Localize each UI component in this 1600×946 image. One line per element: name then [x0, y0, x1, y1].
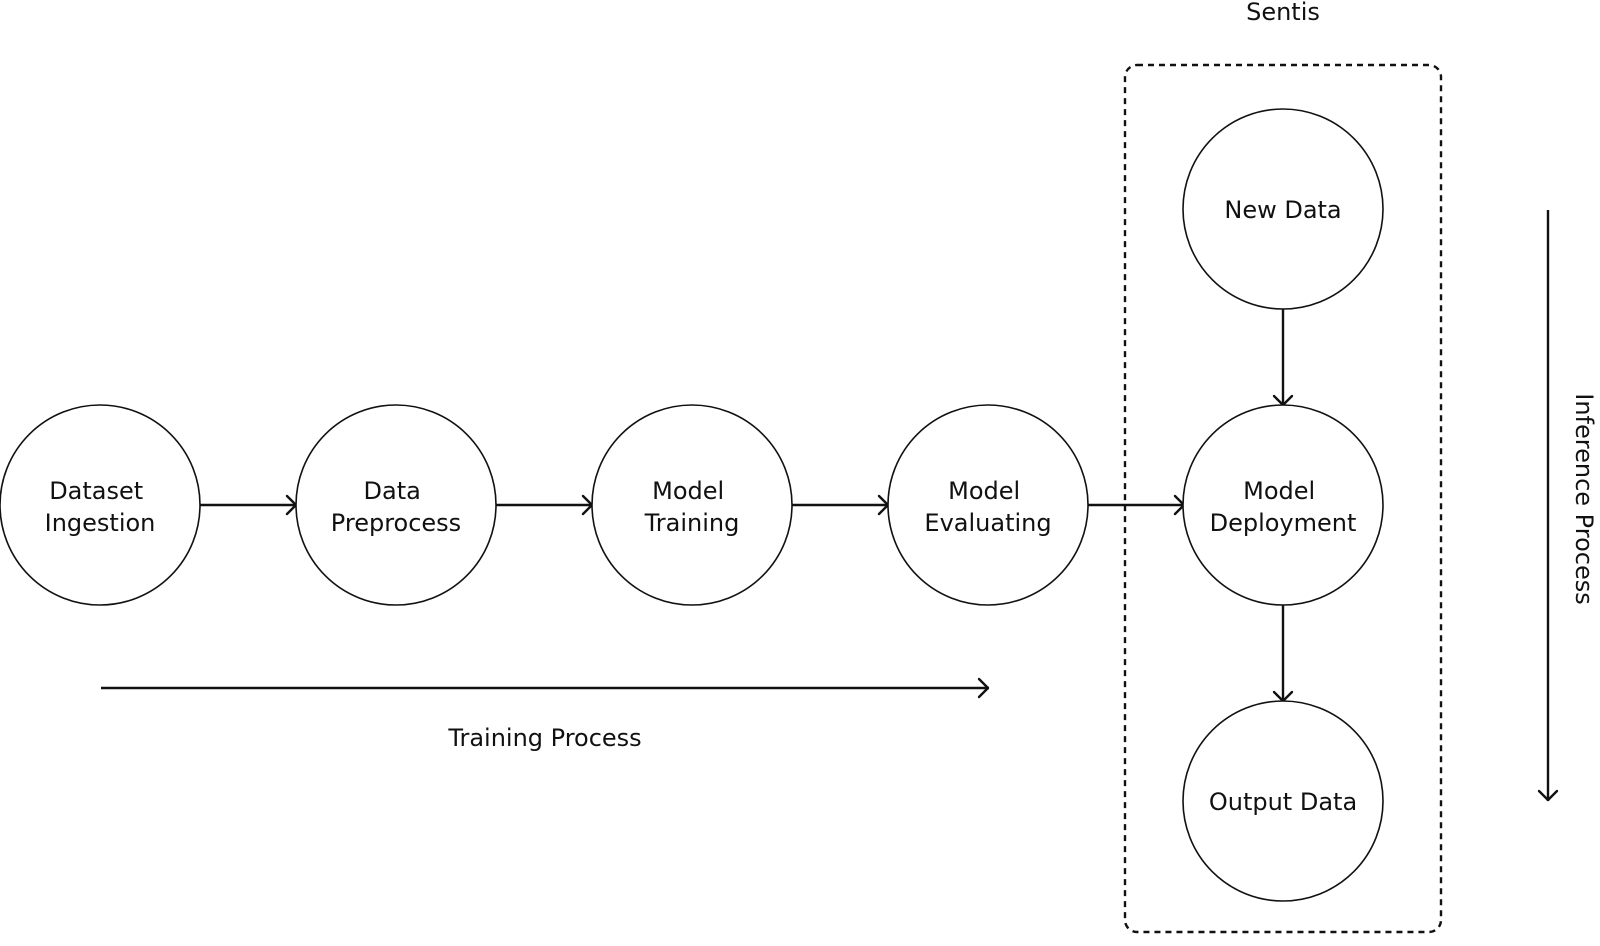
node-label: Model Evaluating: [924, 477, 1051, 537]
node-circle: [591, 404, 793, 606]
node-new-data: New Data: [1182, 108, 1384, 310]
node-label: Model Training: [644, 477, 740, 537]
node-circle: [887, 404, 1089, 606]
node-circle: [1182, 404, 1384, 606]
node-circle: [0, 404, 201, 606]
inference-process-indicator: Inference Process: [1537, 210, 1598, 802]
sentis-group-label: Sentis: [1246, 0, 1320, 26]
node-label: Model Deployment: [1210, 477, 1357, 537]
inference-process-arrowhead: [1537, 789, 1559, 802]
training-process-arrowhead: [977, 677, 990, 699]
node-label: Dataset Ingestion: [45, 477, 156, 537]
node-dataset-ingestion: Dataset Ingestion: [0, 404, 201, 606]
sentis-group: Sentis: [1123, 0, 1443, 934]
nodes: Dataset Ingestion Data Preprocess Model …: [0, 108, 1384, 902]
node-circle: [295, 404, 497, 606]
edge-model-training-to-model-evaluating: [792, 494, 890, 516]
training-process-indicator: Training Process: [101, 677, 990, 752]
node-label: New Data: [1224, 196, 1341, 224]
training-process-label: Training Process: [447, 724, 641, 752]
inference-process-label: Inference Process: [1570, 393, 1598, 604]
edge-new-data-to-model-deployment: [1272, 309, 1294, 407]
node-model-training: Model Training: [591, 404, 793, 606]
edge-model-deployment-to-output-data: [1272, 605, 1294, 703]
node-model-deployment: Model Deployment: [1182, 404, 1384, 606]
node-circle: [1182, 108, 1384, 310]
node-label: Data Preprocess: [331, 477, 461, 537]
node-output-data: Output Data: [1182, 700, 1384, 902]
node-model-evaluating: Model Evaluating: [887, 404, 1089, 606]
sentis-group-box: [1123, 63, 1443, 934]
edge-model-evaluating-to-model-deployment: [1088, 494, 1186, 516]
edge-data-preprocess-to-model-training: [496, 494, 594, 516]
edge-dataset-ingestion-to-data-preprocess: [200, 494, 298, 516]
node-circle: [1182, 700, 1384, 902]
node-data-preprocess: Data Preprocess: [295, 404, 497, 606]
node-label: Output Data: [1209, 788, 1357, 816]
